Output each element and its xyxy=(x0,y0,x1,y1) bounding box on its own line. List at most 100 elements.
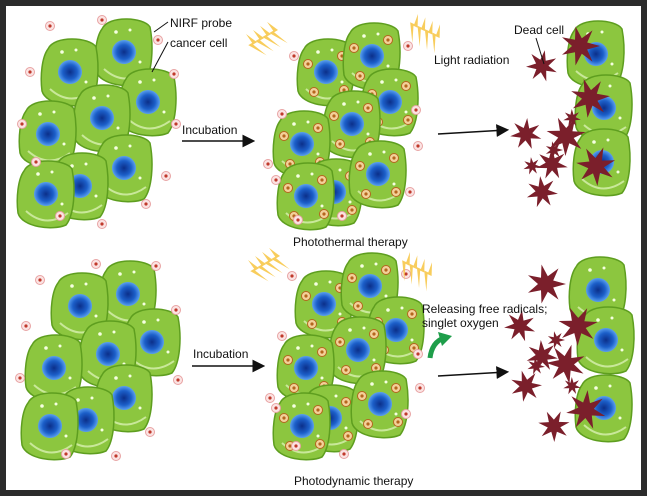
light-bolt-icon xyxy=(410,14,441,54)
label-nirf-probe: NIRF probe xyxy=(170,16,233,30)
nirf-probe xyxy=(45,21,55,31)
label-photodynamic-therapy: Photodynamic therapy xyxy=(294,474,414,488)
nirf-probe xyxy=(405,187,415,197)
bound-probe xyxy=(303,59,313,69)
bound-probe xyxy=(317,347,327,357)
dead-cell xyxy=(523,157,541,175)
bound-probe xyxy=(401,81,411,91)
dead-cell xyxy=(538,411,570,442)
dead-cell xyxy=(547,331,565,349)
cancer-cell xyxy=(94,134,153,203)
bound-probe xyxy=(329,111,339,121)
light-bolt-icon xyxy=(248,247,290,282)
bound-probe xyxy=(349,43,359,53)
light-radiation-layer xyxy=(246,14,441,292)
bound-probe xyxy=(353,301,363,311)
cancer-cell xyxy=(16,160,75,229)
bound-probe xyxy=(301,291,311,301)
cancer-cell xyxy=(576,306,635,375)
nirf-probe xyxy=(287,271,297,281)
dead-cell xyxy=(536,148,568,179)
bound-probe xyxy=(313,405,323,415)
dead-cell xyxy=(504,310,535,342)
bound-probe xyxy=(361,189,371,199)
bound-probe xyxy=(309,87,319,97)
cancer-cell xyxy=(20,392,79,461)
dead-cell xyxy=(576,147,616,186)
arrow-photodynamic xyxy=(437,366,510,379)
nirf-probe xyxy=(291,441,301,451)
nirf-probe xyxy=(151,261,161,271)
cancer-cell xyxy=(276,162,335,231)
dead-cell xyxy=(546,117,586,156)
label-incubation-bottom: Incubation xyxy=(193,347,249,361)
nirf-probe xyxy=(55,211,65,221)
nirf-probe xyxy=(277,109,287,119)
cancer-cell xyxy=(350,370,409,439)
nirf-probe xyxy=(293,215,303,225)
nirf-probe xyxy=(171,305,181,315)
bound-probe xyxy=(407,309,417,319)
label-dead-cell: Dead cell xyxy=(514,23,565,37)
dead-cell xyxy=(528,264,566,304)
bound-probe xyxy=(369,329,379,339)
bound-probe xyxy=(347,273,357,283)
label-singlet-oxygen: singlet oxygen xyxy=(422,316,499,330)
bound-probe xyxy=(313,123,323,133)
bound-probe xyxy=(347,205,357,215)
nirf-probe xyxy=(141,199,151,209)
nirf-probe xyxy=(401,409,411,419)
nirf-probe xyxy=(35,275,45,285)
bound-probe xyxy=(383,35,393,45)
dead-cell xyxy=(563,109,581,127)
leader-lines-layer xyxy=(151,21,545,73)
bound-probe xyxy=(283,183,293,193)
label-free-radicals: Releasing free radicals; xyxy=(422,302,548,316)
nirf-probe xyxy=(265,393,275,403)
nirf-probe xyxy=(173,375,183,385)
nirf-probe xyxy=(413,349,423,359)
nirf-probe xyxy=(271,403,281,413)
bound-probe xyxy=(319,209,329,219)
label-incubation-top: Incubation xyxy=(182,123,238,137)
dead-cell xyxy=(510,118,542,149)
dead-cells-layer xyxy=(504,26,616,442)
bound-probe xyxy=(335,139,345,149)
nirf-probe xyxy=(401,269,411,279)
nirf-probe xyxy=(17,119,27,129)
bound-probe xyxy=(343,431,353,441)
nirf-probe xyxy=(277,331,287,341)
light-bolt-icon xyxy=(402,252,433,292)
nirf-probe xyxy=(289,51,299,61)
cancer-cell xyxy=(322,90,381,159)
process-arrows-layer xyxy=(182,124,510,379)
nirf-probe xyxy=(145,427,155,437)
bound-probe xyxy=(391,383,401,393)
bound-probe xyxy=(355,161,365,171)
free-radical-arrow-icon xyxy=(427,332,452,359)
bound-probe xyxy=(391,187,401,197)
bound-probe xyxy=(283,355,293,365)
leader-nirf-probe xyxy=(153,21,169,33)
nirf-probe xyxy=(97,15,107,25)
nirf-probe xyxy=(25,67,35,77)
cancer-cell xyxy=(122,308,181,377)
bound-probe xyxy=(289,383,299,393)
bound-probe xyxy=(363,419,373,429)
nirf-probe xyxy=(91,259,101,269)
dead-cell xyxy=(526,176,558,208)
bound-probe xyxy=(357,391,367,401)
nirf-probe xyxy=(263,159,273,169)
label-light-radiation: Light radiation xyxy=(434,53,510,67)
nirf-probe xyxy=(111,451,121,461)
bound-probe xyxy=(315,439,325,449)
dead-cell xyxy=(566,390,606,429)
bound-probe xyxy=(355,71,365,81)
dead-cell xyxy=(563,377,581,395)
bound-probe xyxy=(363,103,373,113)
diagram-panel: NIRF probe cancer cell Incubation Light … xyxy=(6,6,641,490)
bound-probe xyxy=(371,363,381,373)
nirf-probe xyxy=(31,157,41,167)
bound-probe xyxy=(317,175,327,185)
bound-probe xyxy=(279,413,289,423)
